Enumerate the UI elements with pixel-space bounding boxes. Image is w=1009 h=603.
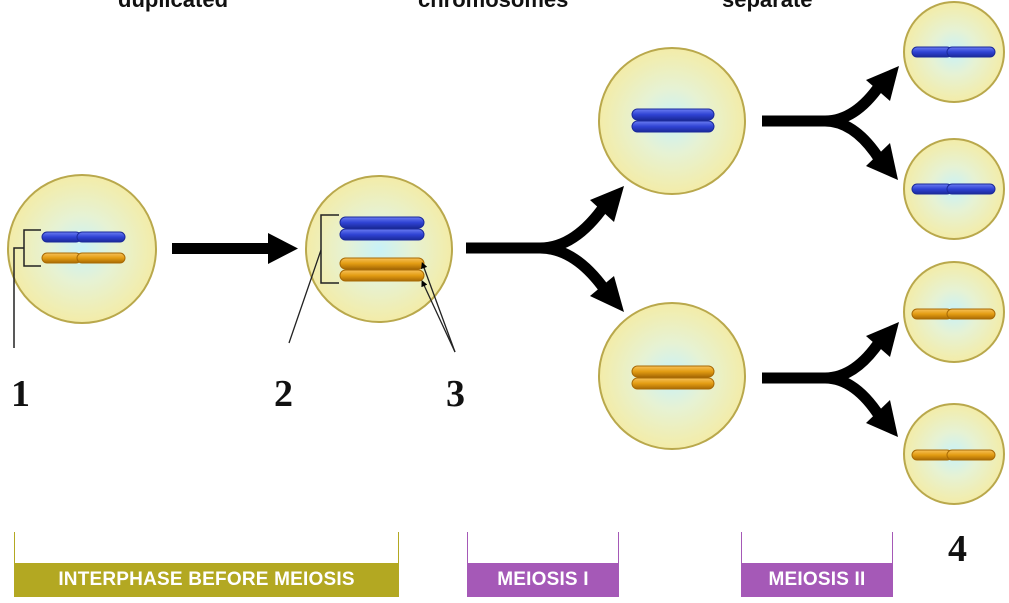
bracket-interphase xyxy=(14,532,399,565)
phase-bar-meiosis-2: MEIOSIS II xyxy=(741,563,893,597)
label-number-4: 4 xyxy=(948,528,967,570)
chromosome-blue-single xyxy=(41,231,126,243)
label-number-1: 1 xyxy=(11,373,30,415)
bracket-meiosis-2 xyxy=(741,532,893,565)
pointer-3a xyxy=(421,261,456,353)
pointer-3b xyxy=(421,280,456,353)
arrow-interphase xyxy=(172,233,298,264)
cell-meiosis2-1 xyxy=(903,1,1005,103)
bracket-2 xyxy=(320,214,339,284)
chromosome-orange-duplicated xyxy=(339,257,425,282)
cell-meiosis2-2 xyxy=(903,138,1005,240)
top-label-left: duplicated xyxy=(118,0,228,13)
label-number-3: 3 xyxy=(446,373,465,415)
top-label-right: separate xyxy=(722,0,813,13)
cell-meiosis1-top xyxy=(598,47,746,195)
cell-meiosis1-bottom xyxy=(598,302,746,450)
pointer-2 xyxy=(288,249,322,344)
fork-arrow-meiosis-2-top xyxy=(762,66,899,180)
cell-meiosis2-4 xyxy=(903,403,1005,505)
label-number-2: 2 xyxy=(274,373,293,415)
cell-2 xyxy=(288,175,456,353)
chromosome-orange-single xyxy=(41,252,126,264)
bracket-1 xyxy=(13,229,41,348)
chromosome-blue-duplicated xyxy=(339,216,425,241)
phase-bar-interphase: INTERPHASE BEFORE MEIOSIS xyxy=(14,563,399,597)
phase-bar-meiosis-1: MEIOSIS I xyxy=(467,563,619,597)
fork-arrow-meiosis-1 xyxy=(466,186,624,312)
top-label-middle: chromosomes xyxy=(418,0,568,13)
fork-arrow-meiosis-2-bottom xyxy=(762,322,899,437)
cell-meiosis2-3 xyxy=(903,261,1005,363)
cell-1 xyxy=(7,174,157,348)
bracket-meiosis-1 xyxy=(467,532,619,565)
